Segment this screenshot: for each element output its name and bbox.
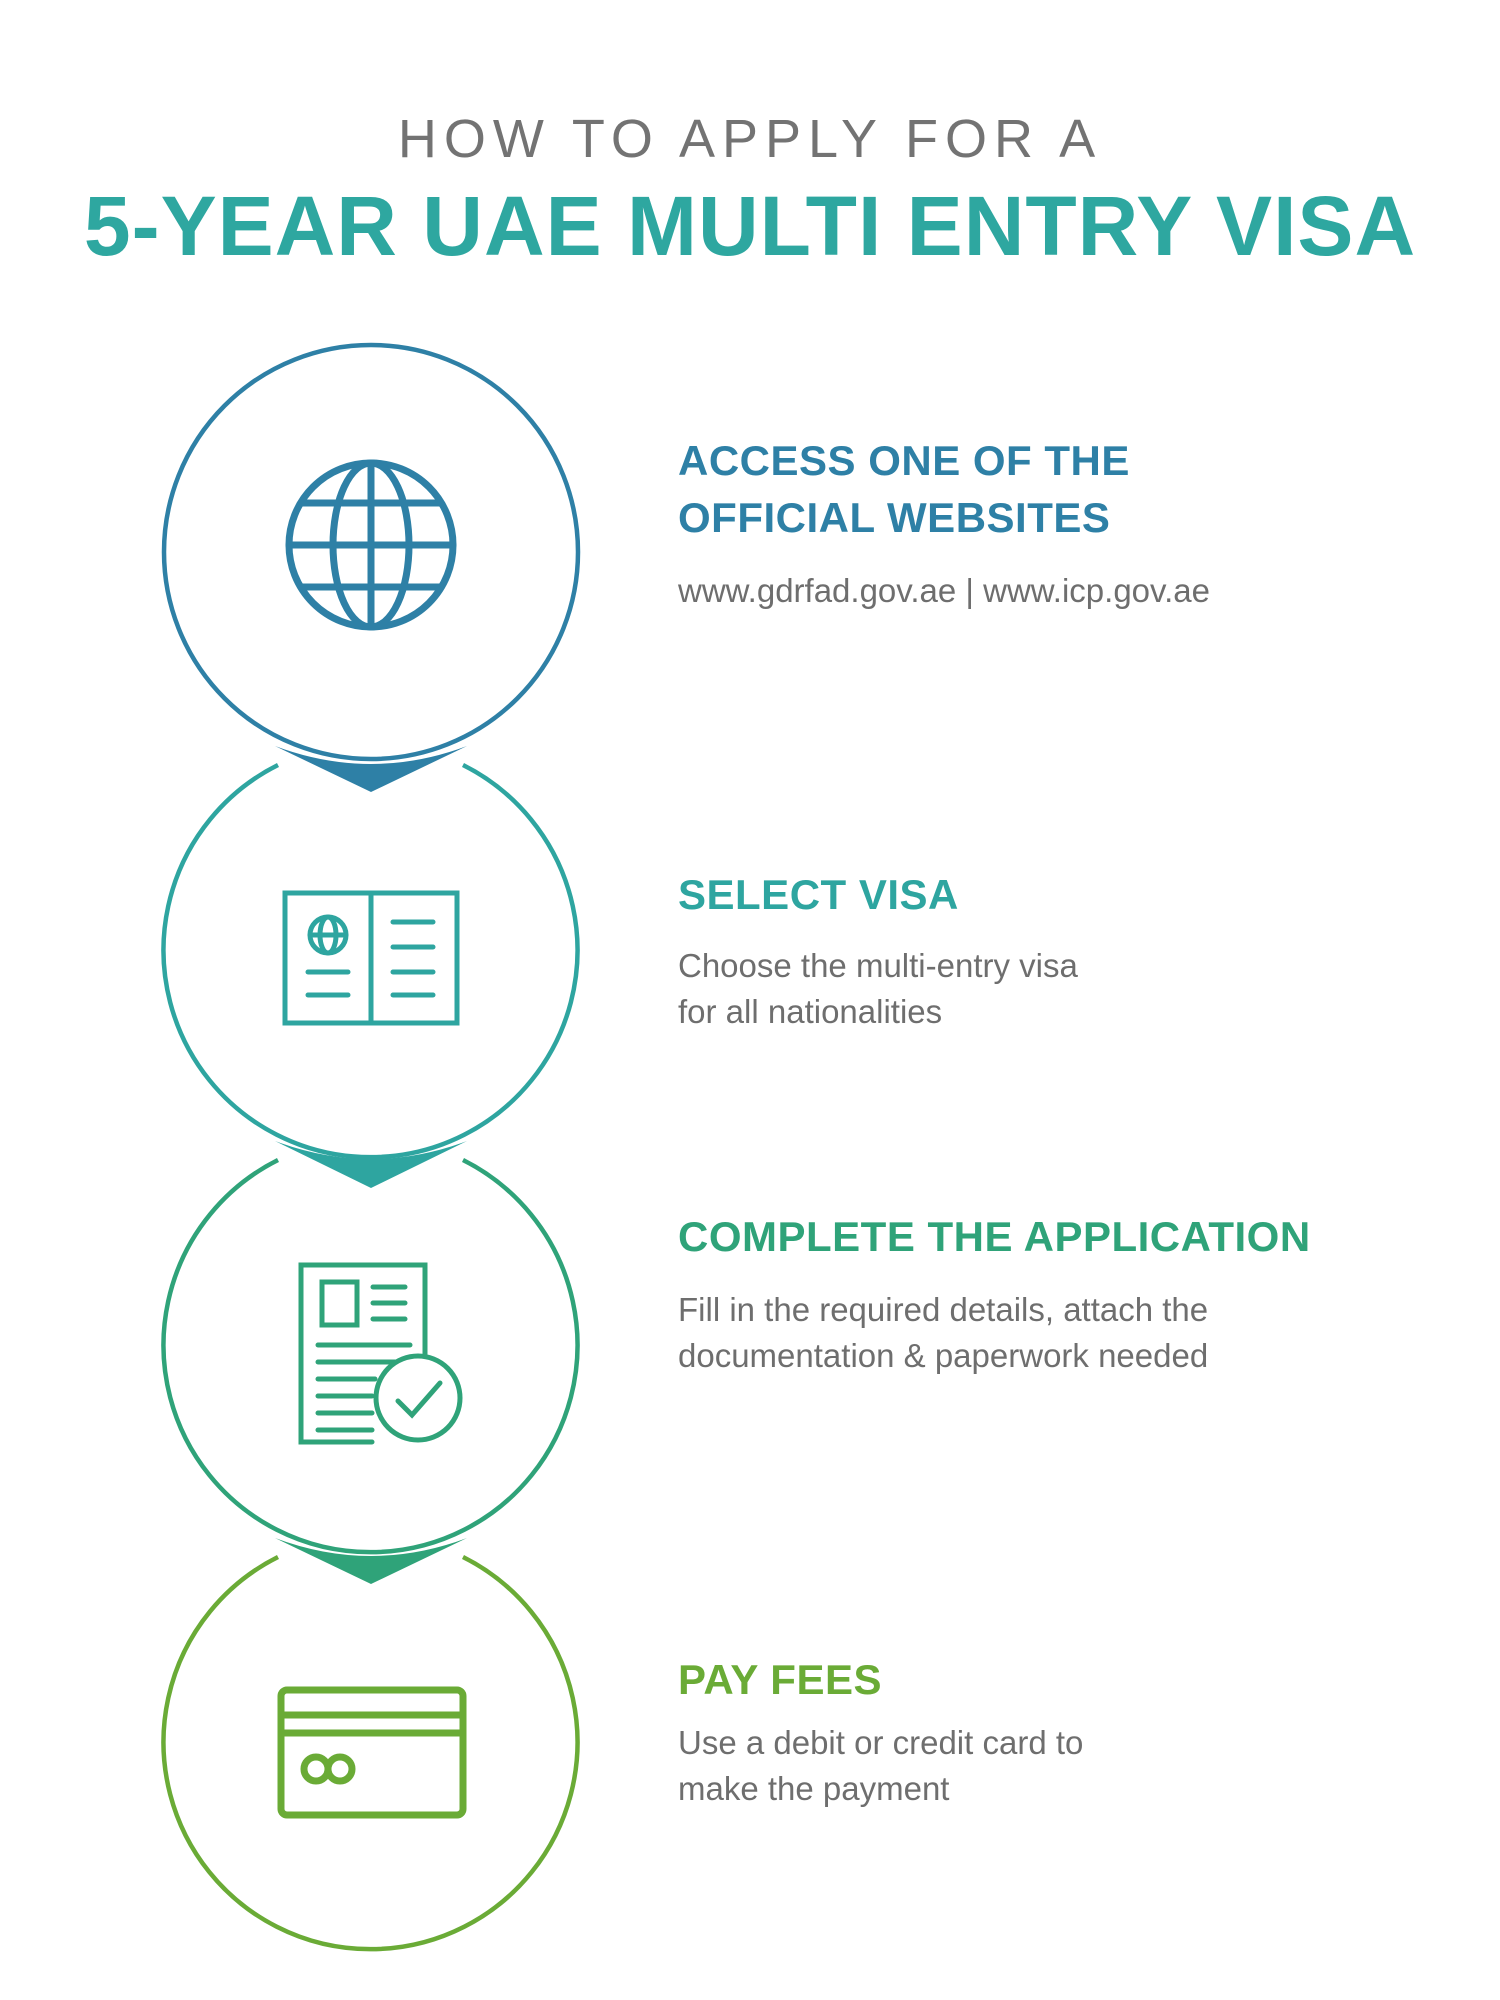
step-3-description-line-2: documentation & paperwork needed — [678, 1337, 1209, 1374]
step-1-description: www.gdrfad.gov.ae | www.icp.gov.ae — [678, 572, 1210, 609]
step-4-description-line-2: make the payment — [678, 1770, 950, 1807]
step-3-pointer — [275, 1538, 467, 1584]
step-1-heading-line-2: OFFICIAL WEBSITES — [678, 494, 1111, 541]
step-4-circle — [161, 1554, 580, 1952]
step-4-text: PAY FEES Use a debit or credit card to m… — [678, 1651, 1398, 1812]
step-2-circle — [161, 762, 580, 1160]
step-4-heading: PAY FEES — [678, 1656, 882, 1703]
step-3-heading: COMPLETE THE APPLICATION — [678, 1213, 1311, 1260]
step-1-heading-line-1: ACCESS ONE OF THE — [678, 437, 1130, 484]
step-3-description-line-1: Fill in the required details, attach the — [678, 1291, 1209, 1328]
step-1-circle — [161, 342, 581, 762]
step-2-description-line-1: Choose the multi-entry visa — [678, 947, 1078, 984]
step-2-text: SELECT VISA Choose the multi-entry visa … — [678, 866, 1398, 1035]
globe-icon — [285, 459, 457, 631]
credit-card-icon — [277, 1686, 467, 1819]
step-4-description-line-1: Use a debit or credit card to — [678, 1724, 1084, 1761]
step-1-pointer — [275, 746, 467, 792]
step-3-circle — [161, 1157, 580, 1555]
step-2-heading: SELECT VISA — [678, 871, 959, 918]
passport-icon — [282, 890, 460, 1026]
page-title: 5-YEAR UAE MULTI ENTRY VISA — [83, 179, 1417, 273]
pretitle: HOW TO APPLY FOR A — [397, 109, 1103, 169]
application-form-check-icon — [298, 1262, 463, 1445]
step-2-pointer — [275, 1141, 467, 1188]
step-2-description-line-2: for all nationalities — [678, 993, 943, 1030]
step-3-text: COMPLETE THE APPLICATION Fill in the req… — [678, 1208, 1398, 1379]
step-1-text: ACCESS ONE OF THE OFFICIAL WEBSITES www.… — [678, 432, 1398, 614]
